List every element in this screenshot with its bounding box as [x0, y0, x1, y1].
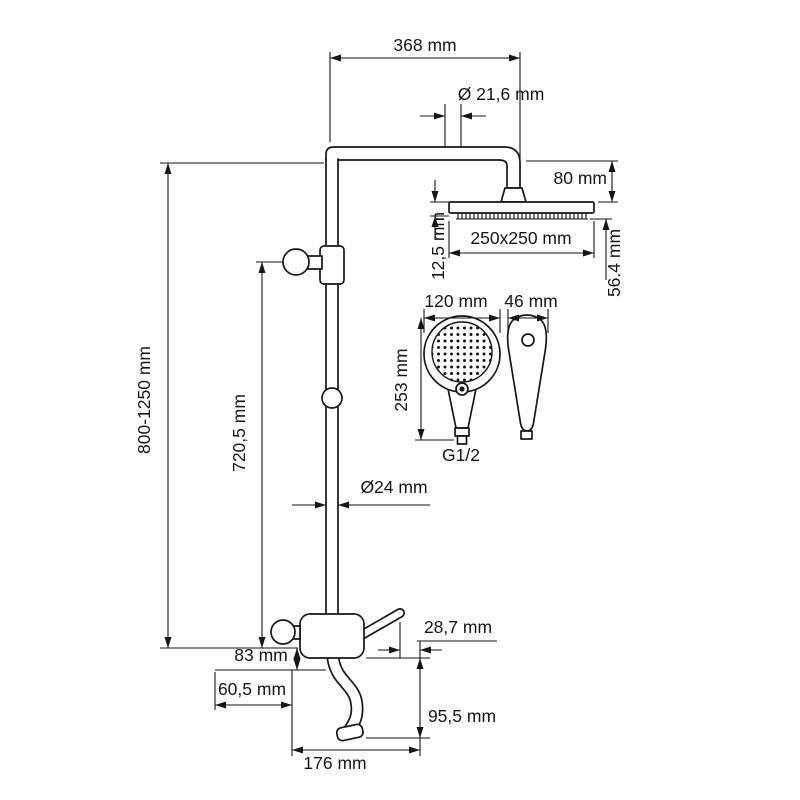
dim-arm-diameter: Ø 21,6 mm [458, 84, 545, 104]
overhead-shower-nozzles [456, 213, 588, 219]
dim-total-height: 800-1250 mm [134, 346, 154, 454]
spout-outlet-group [335, 723, 364, 742]
handshower-side-button [521, 333, 535, 347]
shower-arm [325, 146, 521, 189]
hand-shower-front-view [423, 315, 501, 445]
diverter-knob [282, 248, 310, 276]
slider-holder [321, 387, 343, 409]
lever-handle [356, 609, 404, 640]
handshower-side-outline [506, 314, 548, 432]
handshower-connector-thread [456, 435, 468, 445]
overhead-shower-plate [448, 201, 595, 214]
dim-head-assembly-height: 56.4 mm [604, 229, 624, 297]
handshower-spray-face [431, 321, 493, 383]
handshower-mode-button-dot [459, 386, 465, 392]
dim-handshower-depth: 46 mm [504, 291, 557, 311]
handshower-side-connector [520, 430, 533, 440]
dim-head-size: 250x250 mm [470, 228, 571, 248]
dim-handshower-width: 120 mm [424, 291, 487, 311]
shower-column [270, 146, 595, 742]
thread-label: G1/2 [442, 445, 480, 465]
handshower-connector-nut [454, 427, 470, 437]
dim-head-thickness: 12,5 mm [428, 212, 448, 280]
diverter-sleeve [319, 245, 345, 285]
mixer-knob [270, 619, 296, 645]
dim-mixer-drop: 83 mm [234, 645, 287, 665]
dim-mixer-width: 176 mm [303, 753, 366, 773]
dim-spout-drop: 95,5 mm [428, 706, 496, 726]
mixer-body [299, 613, 365, 659]
dim-lever-offset: 28,7 mm [424, 617, 492, 637]
dim-riser-height: 720,5 mm [229, 394, 249, 472]
dimension-annotations: 368 mm Ø 21,6 mm 80 mm 12,5 mm 250x250 m… [134, 35, 624, 773]
dim-top-width: 368 mm [393, 35, 456, 55]
spout-outlet [335, 723, 364, 742]
head-connector [500, 187, 527, 203]
hand-shower-side-view [506, 314, 548, 440]
spout-body [328, 653, 362, 734]
dim-head-drop: 80 mm [554, 168, 607, 188]
dim-handshower-length: 253 mm [391, 348, 411, 411]
dim-pipe-diameter: Ø24 mm [360, 477, 427, 497]
dim-spout-offset: 60,5 mm [218, 679, 286, 699]
